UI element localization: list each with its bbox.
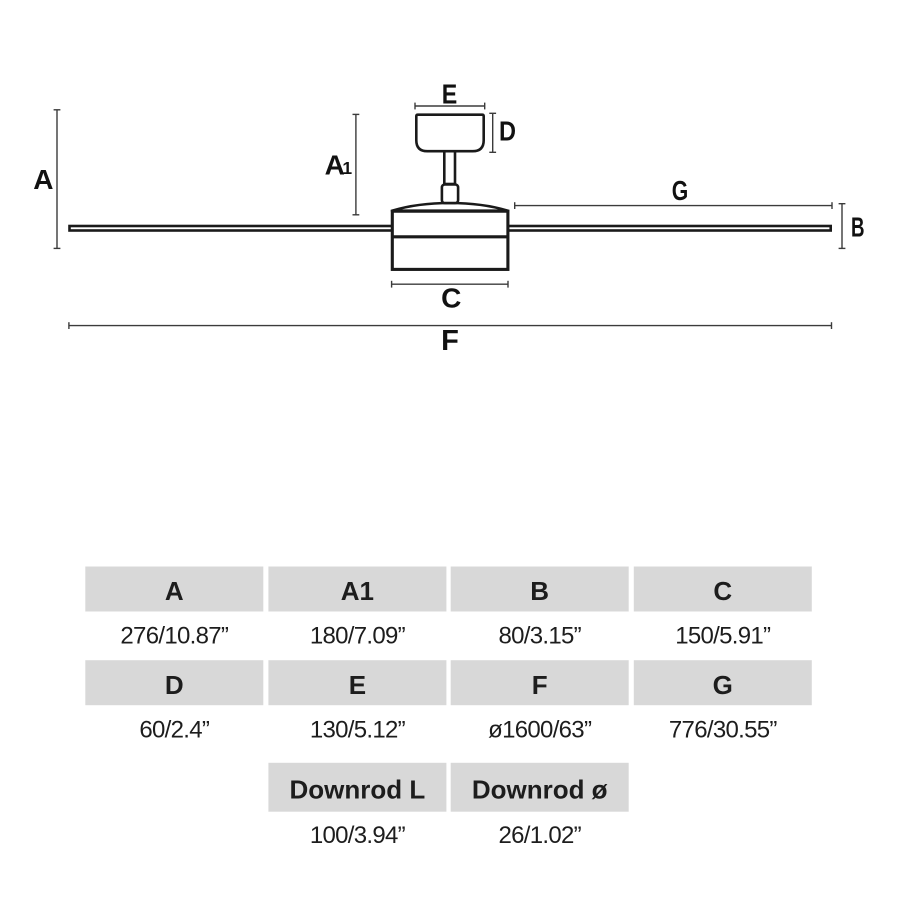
svg-text:180/7.09”: 180/7.09”: [310, 623, 406, 650]
svg-text:Downrod ø: Downrod ø: [472, 774, 608, 804]
svg-text:B: B: [851, 212, 865, 243]
svg-text:E: E: [442, 79, 458, 110]
svg-text:A: A: [165, 576, 184, 606]
svg-text:60/2.4”: 60/2.4”: [139, 717, 210, 744]
svg-text:C: C: [713, 576, 732, 606]
svg-text:Downrod L: Downrod L: [290, 774, 426, 804]
svg-text:F: F: [532, 670, 548, 700]
svg-text:F: F: [441, 325, 459, 357]
svg-text:G: G: [672, 175, 689, 206]
svg-text:130/5.12”: 130/5.12”: [310, 717, 406, 744]
svg-text:C: C: [441, 282, 461, 313]
svg-text:D: D: [499, 116, 516, 147]
svg-text:1: 1: [342, 158, 352, 178]
svg-text:A: A: [325, 150, 345, 181]
svg-text:26/1.02”: 26/1.02”: [498, 822, 581, 849]
svg-text:B: B: [530, 576, 549, 606]
svg-text:G: G: [713, 670, 733, 700]
svg-text:ø1600/63”: ø1600/63”: [488, 717, 592, 744]
svg-text:A: A: [33, 164, 53, 195]
svg-text:100/3.94”: 100/3.94”: [310, 822, 406, 849]
svg-text:150/5.91”: 150/5.91”: [675, 623, 771, 650]
svg-text:776/30.55”: 776/30.55”: [669, 717, 777, 744]
svg-text:D: D: [165, 670, 184, 700]
svg-text:E: E: [349, 670, 366, 700]
svg-text:276/10.87”: 276/10.87”: [120, 623, 228, 650]
svg-text:80/3.15”: 80/3.15”: [498, 623, 581, 650]
svg-text:A1: A1: [341, 576, 374, 606]
